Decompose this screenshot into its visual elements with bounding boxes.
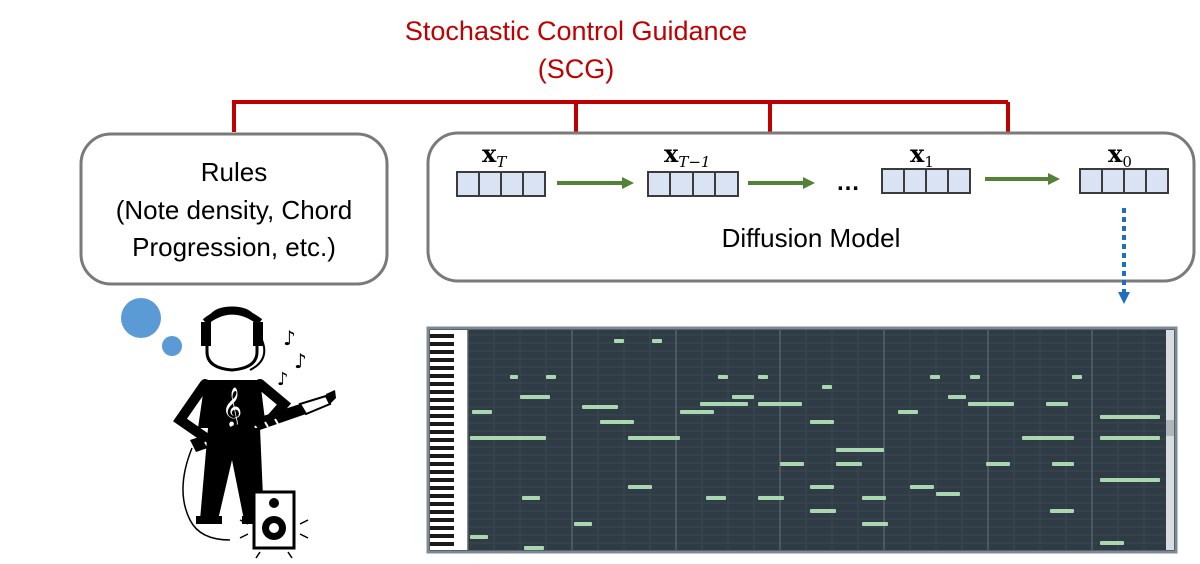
note xyxy=(780,462,804,466)
note xyxy=(836,462,862,466)
note xyxy=(574,522,592,526)
note xyxy=(470,436,546,440)
latent-block-xT-1 xyxy=(647,171,739,197)
note xyxy=(822,385,832,389)
svg-text:♪: ♪ xyxy=(277,369,289,390)
latent-block-x0 xyxy=(1079,168,1169,194)
note xyxy=(470,535,488,539)
note xyxy=(600,420,634,424)
note xyxy=(1100,436,1160,440)
thought-bubble-small xyxy=(162,336,182,356)
music-notes-icon: ♪ ♪ ♪ xyxy=(277,326,307,390)
note xyxy=(524,546,544,550)
note xyxy=(732,395,754,399)
note xyxy=(1050,509,1074,513)
note xyxy=(836,448,884,452)
note xyxy=(706,496,726,500)
note xyxy=(1022,436,1074,440)
rules-detail-line1: (Note density, Chord xyxy=(116,195,353,225)
note xyxy=(810,485,834,489)
note xyxy=(1100,415,1160,419)
scg-title-line1: Stochastic Control Guidance xyxy=(405,16,747,46)
piano-black-keys xyxy=(430,334,454,546)
note xyxy=(986,462,1010,466)
note xyxy=(968,402,1014,406)
note xyxy=(970,375,980,379)
note xyxy=(582,405,618,409)
note xyxy=(1100,478,1160,482)
ellipsis: … xyxy=(836,169,860,196)
note xyxy=(758,496,784,500)
thought-bubble-large xyxy=(121,298,161,338)
note xyxy=(1052,462,1074,466)
piano-roll xyxy=(426,326,1178,554)
rules-detail-line2: Progression, etc.) xyxy=(132,232,336,262)
latent-block-x1 xyxy=(881,168,971,194)
diffusion-model-box xyxy=(426,131,1196,283)
note xyxy=(758,375,768,379)
note xyxy=(930,375,940,379)
note xyxy=(628,485,652,489)
note xyxy=(758,402,802,406)
note xyxy=(862,522,888,526)
svg-text:♪: ♪ xyxy=(283,326,296,350)
note xyxy=(472,410,492,414)
note xyxy=(1046,402,1068,406)
note xyxy=(522,496,540,500)
note xyxy=(628,436,680,440)
svg-text:𝄞: 𝄞 xyxy=(222,387,242,428)
svg-text:♪: ♪ xyxy=(294,349,307,373)
note xyxy=(718,375,728,379)
note xyxy=(910,485,934,489)
note xyxy=(510,375,518,379)
diffusion-model-label: Diffusion Model xyxy=(722,223,901,253)
note xyxy=(810,420,834,424)
note xyxy=(700,402,748,406)
note xyxy=(810,509,836,513)
note xyxy=(680,410,714,414)
rules-box xyxy=(79,132,389,286)
rules-label: Rules xyxy=(201,157,267,187)
note xyxy=(652,339,662,343)
speaker-icon xyxy=(239,490,309,559)
guitarist-with-keytar-icon: 𝄞 xyxy=(121,298,336,541)
piano-roll-notes xyxy=(470,339,1160,550)
latent-block-xT xyxy=(456,171,546,197)
note xyxy=(948,395,966,399)
note xyxy=(1100,541,1124,545)
note xyxy=(520,395,550,399)
note xyxy=(898,410,918,414)
scg-title-line2: (SCG) xyxy=(538,54,615,84)
note xyxy=(936,492,960,496)
note xyxy=(862,496,886,500)
note xyxy=(1072,375,1082,379)
note xyxy=(546,375,556,379)
note xyxy=(614,339,624,343)
piano-roll-scrollbar xyxy=(1166,330,1174,550)
denoise-arrows xyxy=(557,173,1060,189)
